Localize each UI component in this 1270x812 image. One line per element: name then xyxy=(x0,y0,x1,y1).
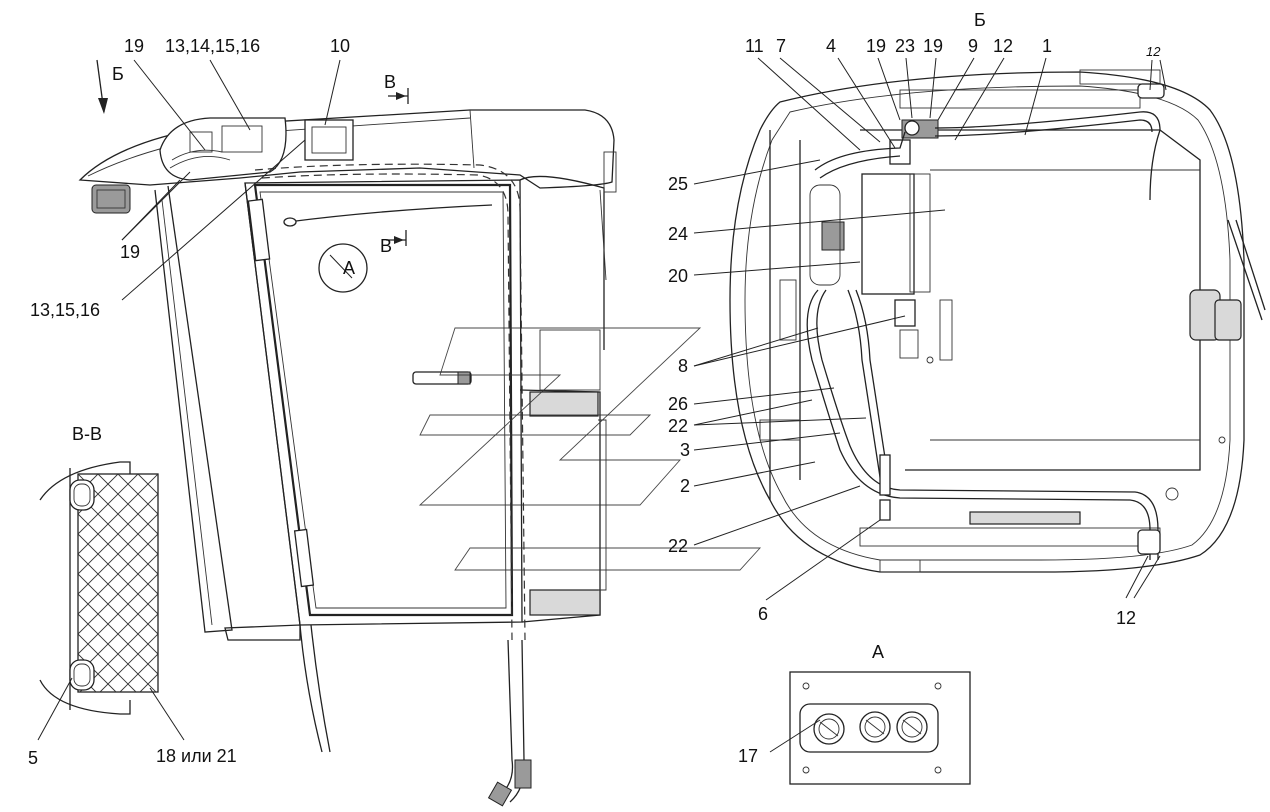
callout-19-b: 19 xyxy=(923,36,943,56)
view-b-title: Б xyxy=(974,10,986,30)
callout-13-15-16: 13,15,16 xyxy=(30,300,100,320)
cab-side-view xyxy=(78,59,617,807)
left-view-labels: 19 13,14,15,16 10 Б В В А 19 13,15,16 xyxy=(30,36,396,320)
view-a-title: А xyxy=(872,642,884,662)
right-view-leaders xyxy=(693,57,1167,601)
callout-11: 11 xyxy=(745,36,764,56)
callout-23: 23 xyxy=(895,36,915,56)
callout-18-or-21: 18 или 21 xyxy=(156,746,237,766)
callout-22-a: 22 xyxy=(668,416,688,436)
section-vv-labels: В-В 5 18 или 21 xyxy=(28,424,237,768)
left-view-leaders xyxy=(121,59,341,301)
view-a-label: А xyxy=(343,258,355,278)
section-vv xyxy=(37,461,185,741)
callout-12-top: 12 xyxy=(993,36,1013,56)
callout-10: 10 xyxy=(330,36,350,56)
callout-12-italic: 12 xyxy=(1146,44,1161,59)
callout-19-bottom: 19 xyxy=(120,242,140,262)
callout-19-top: 19 xyxy=(124,36,144,56)
view-arrow-b-label: Б xyxy=(112,64,124,84)
callout-8: 8 xyxy=(678,356,688,376)
section-vv-title: В-В xyxy=(72,424,102,444)
section-v-top-label: В xyxy=(384,72,396,92)
callout-4: 4 xyxy=(826,36,836,56)
callout-1: 1 xyxy=(1042,36,1052,56)
callout-20: 20 xyxy=(668,266,688,286)
callout-24: 24 xyxy=(668,224,688,244)
callout-7: 7 xyxy=(776,36,786,56)
callout-3: 3 xyxy=(680,440,690,460)
cab-top-view xyxy=(729,69,1266,573)
callout-19-a: 19 xyxy=(866,36,886,56)
callout-22-b: 22 xyxy=(668,536,688,556)
right-view-labels: Б 11 7 4 19 23 19 9 12 1 12 25 24 20 8 2… xyxy=(668,10,1161,628)
callout-6: 6 xyxy=(758,604,768,624)
section-v-mid-label: В xyxy=(380,236,392,256)
callout-9: 9 xyxy=(968,36,978,56)
callout-25: 25 xyxy=(668,174,688,194)
control-panel-a xyxy=(769,671,971,785)
callout-13-14-15-16: 13,14,15,16 xyxy=(165,36,260,56)
callout-5: 5 xyxy=(28,748,38,768)
callout-17: 17 xyxy=(738,746,758,766)
view-arrow-outline xyxy=(418,327,762,571)
panel-a-labels: А 17 xyxy=(738,642,884,766)
callout-12-bottom: 12 xyxy=(1116,608,1136,628)
callout-26: 26 xyxy=(668,394,688,414)
callout-2: 2 xyxy=(680,476,690,496)
